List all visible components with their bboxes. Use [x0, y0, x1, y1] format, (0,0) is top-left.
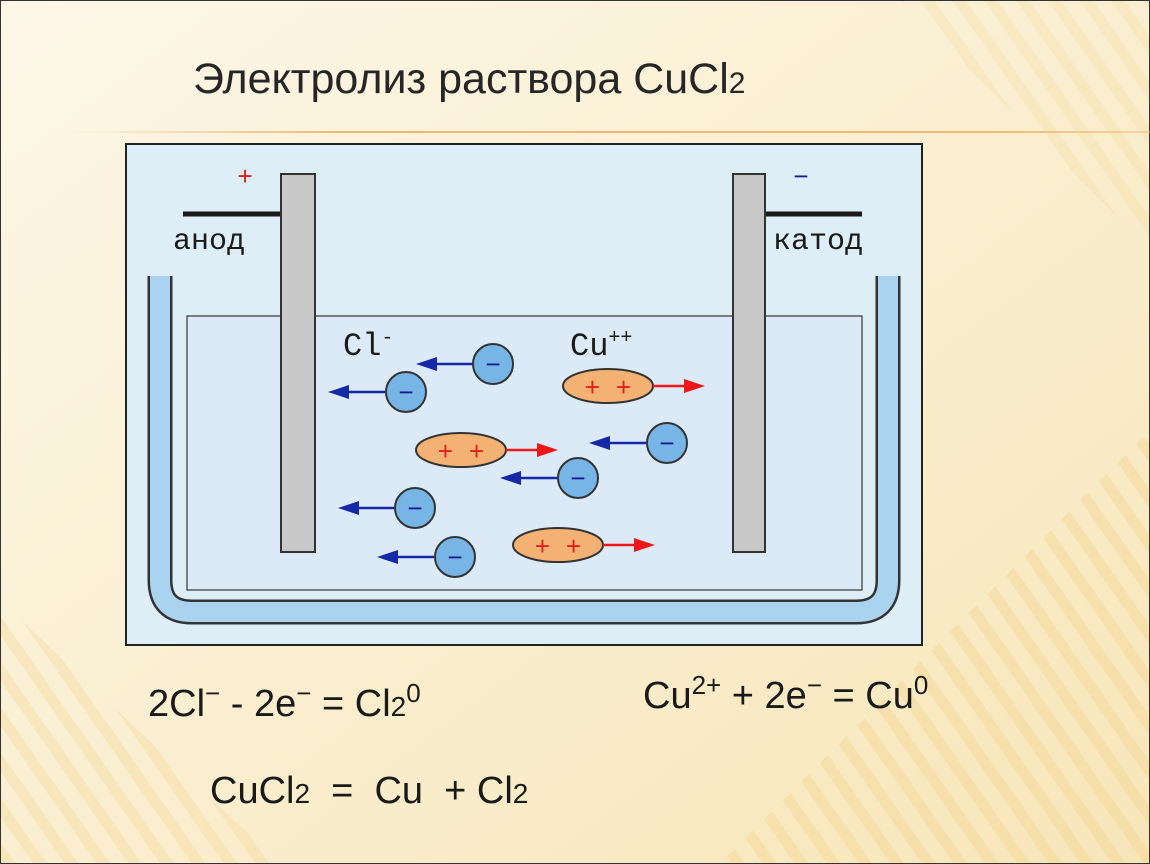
overall-equation: CuCl2 = Cu + Cl2	[210, 770, 529, 812]
svg-text:−: −	[659, 430, 675, 460]
anode-sign: +	[237, 163, 253, 193]
anion-ion: −	[338, 487, 436, 529]
svg-text:+ +: + +	[585, 374, 632, 404]
anion-ion: −	[328, 371, 427, 413]
cation-ion: + +	[512, 527, 655, 563]
svg-text:+ +: + +	[535, 533, 582, 563]
anion-ion: −	[500, 457, 599, 499]
anode-equation: 2Cl− - 2e− = Cl20	[148, 678, 421, 725]
svg-text:−: −	[407, 495, 423, 525]
title-subscript: 2	[728, 67, 746, 100]
anode-electrode	[280, 173, 316, 553]
electrolysis-diagram: + анод − катод Cl- Cu++ − − − − −	[125, 143, 923, 646]
anion-ion: −	[589, 422, 688, 464]
svg-text:−: −	[570, 465, 586, 495]
svg-text:−: −	[485, 351, 501, 381]
cation-ion: + +	[562, 368, 705, 404]
cathode-label: катод	[773, 225, 863, 259]
anode-label: анод	[173, 225, 245, 259]
title-underline	[70, 131, 1150, 133]
anion-label: Cl-	[343, 327, 393, 365]
slide-title: Электролиз раствора CuCl2	[193, 55, 745, 104]
vessel	[150, 276, 898, 622]
svg-text:+ +: + +	[438, 438, 485, 468]
title-main: Электролиз раствора CuCl	[193, 55, 729, 103]
svg-text:−: −	[398, 379, 414, 409]
cation-ion: + +	[415, 432, 558, 468]
anion-ion: −	[377, 536, 476, 578]
anion-ion: −	[416, 343, 514, 385]
cation-label: Cu++	[570, 327, 632, 365]
svg-text:−: −	[447, 544, 463, 574]
cathode-sign: −	[793, 163, 809, 193]
cathode-equation: Cu2+ + 2e− = Cu0	[643, 670, 929, 717]
cathode-electrode	[732, 173, 766, 553]
